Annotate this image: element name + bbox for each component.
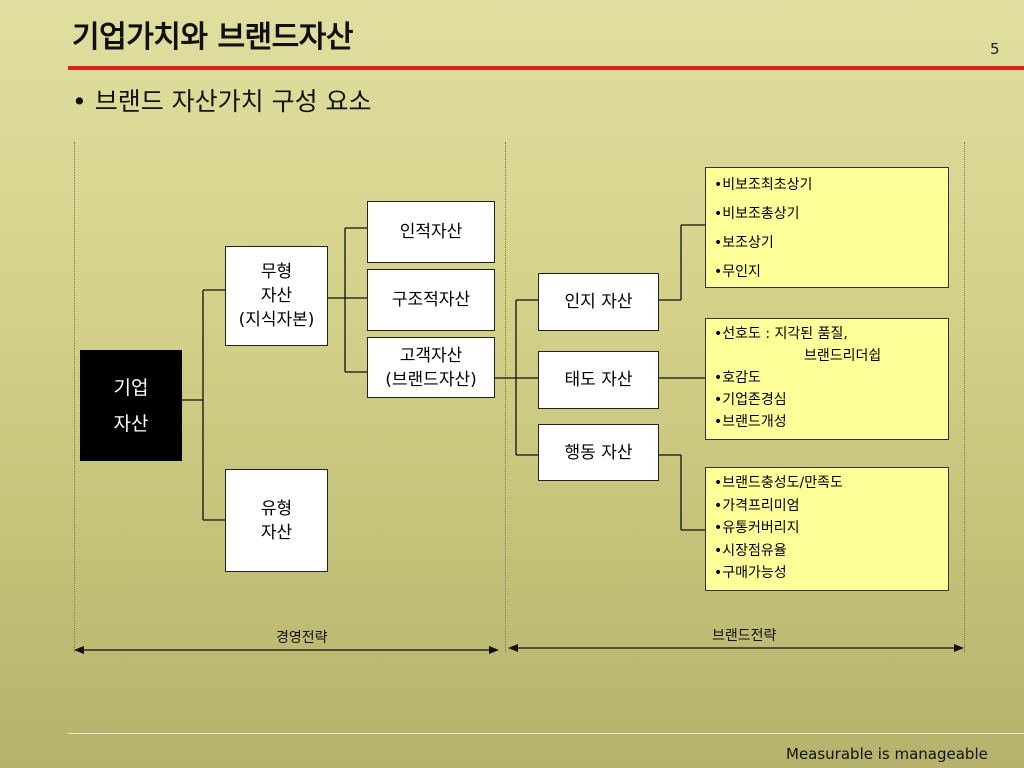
page-title: 기업가치와 브랜드자산 [72,20,353,55]
customer-asset-box: 고객자산 (브랜드자산) [367,337,495,398]
intangible-line2: 자산 [260,286,293,306]
tangible-line2: 자산 [260,522,293,543]
list-item: •비보조총상기 [714,206,800,222]
tangible-asset-box: 유형 자산 [225,469,328,572]
list-item: •브랜드충성도/만족도 [714,475,843,491]
management-strategy-label: 경영전략 [276,630,328,646]
human-asset-box: 인적자산 [367,201,495,263]
list-item: •구매가능성 [714,565,787,581]
list-item: •비보조최초상기 [714,177,813,193]
corporate-asset-line2: 자산 [113,412,149,435]
corporate-asset-line1: 기업 [113,376,149,399]
footer-tagline: Measurable is manageable [786,745,988,763]
structural-asset-box: 구조적자산 [367,269,495,331]
list-item: •무인지 [714,264,761,280]
divider-middle [505,142,506,652]
divider-left [74,142,75,652]
customer-asset-line1: 고객자산 [399,345,463,366]
human-asset-label: 인적자산 [399,222,463,242]
awareness-asset-box: 인지 자산 [538,273,659,331]
page-number: 5 [990,40,1000,58]
list-item: 브랜드리더쉽 [804,348,882,364]
structural-asset-label: 구조적자산 [391,290,471,310]
intangible-line3: (지식자본) [238,310,315,330]
behavior-asset-box: 행동 자산 [538,424,659,481]
list-item: •가격프리미엄 [714,497,800,514]
list-item: •보조상기 [714,235,774,251]
intangible-asset-box: 무형 자산 (지식자본) [225,246,328,346]
list-item: •선호도 : 지각된 품질, [714,326,848,342]
brand-strategy-label: 브랜드전략 [712,628,777,644]
awareness-items-box: •비보조최초상기 •비보조총상기 •보조상기 •무인지 [705,167,949,288]
list-item: •브랜드개성 [714,414,787,430]
corporate-asset-box: 기업 자산 [80,350,182,461]
list-item: •유통커버리지 [714,520,800,536]
tangible-line1: 유형 [260,498,293,519]
attitude-items-box: •선호도 : 지각된 품질, 브랜드리더쉽 •호감도 •기업존경심 •브랜드개성 [705,318,949,440]
intangible-line1: 무형 [260,262,293,282]
title-underline [68,66,1024,70]
attitude-asset-box: 태도 자산 [538,351,659,409]
attitude-asset-label: 태도 자산 [564,370,633,390]
list-item: •시장점유율 [714,542,787,559]
customer-asset-line2: (브랜드자산) [385,369,477,390]
behavior-items-box: •브랜드충성도/만족도 •가격프리미엄 •유통커버리지 •시장점유율 •구매가능… [705,467,949,591]
bullet-subtitle: • 브랜드 자산가치 구성 요소 [72,87,372,116]
divider-right [964,142,965,652]
footer-divider [68,733,1024,734]
list-item: •기업존경심 [714,392,787,408]
behavior-asset-label: 행동 자산 [564,442,633,463]
awareness-asset-label: 인지 자산 [564,292,633,312]
list-item: •호감도 [714,370,761,386]
